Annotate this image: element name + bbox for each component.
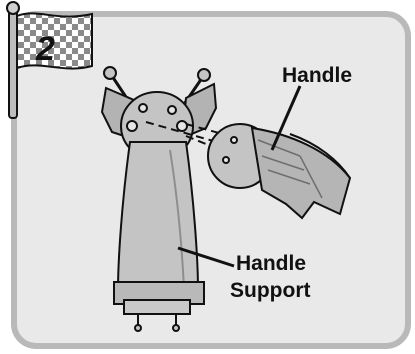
handle-label: Handle [282,64,352,87]
handle-support-label-line2: Support [230,279,310,302]
handle-support-label-line1: Handle [236,252,306,275]
step-number: 2 [35,30,55,68]
